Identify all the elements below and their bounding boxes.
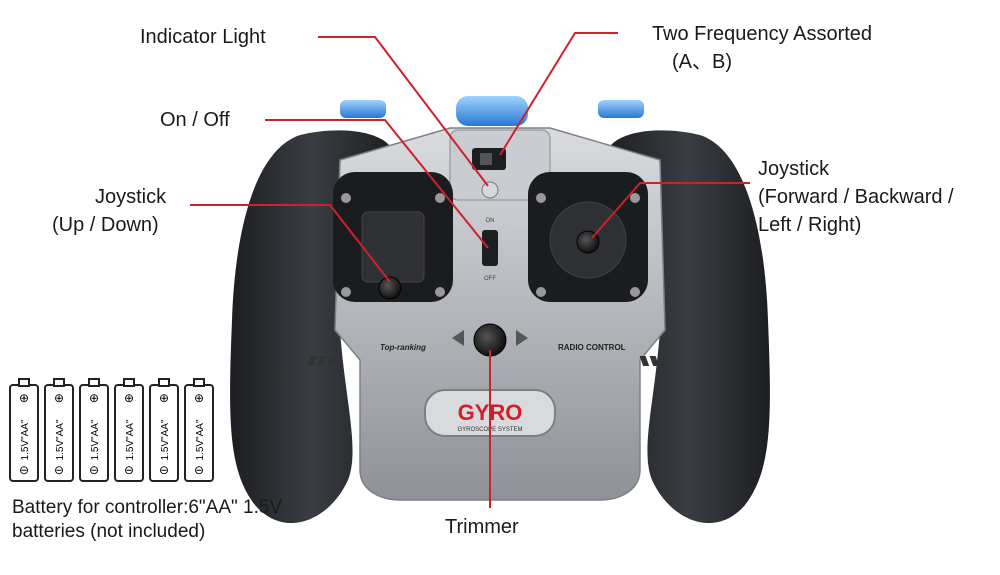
battery-cell-text: 1.5V"AA" [160,419,171,460]
label-on-off: On / Off [160,109,230,131]
battery-cell: ⊕ 1.5V"AA" ⊖ [114,378,144,482]
leader-indicator-light [318,36,489,187]
power-switch[interactable] [482,230,498,266]
label-joystick-right-desc2: Left / Right) [758,214,862,236]
right-antenna-cap [598,100,644,118]
battery-minus-icon: ⊖ [89,463,99,477]
battery-cell-text: 1.5V"AA" [125,419,136,460]
center-antenna-cap [456,96,528,126]
battery-caption-line1: Battery for controller:6"AA" 1.5V [12,497,283,518]
stripe [659,356,670,366]
battery-group: ⊕ 1.5V"AA" ⊖ ⊕ 1.5V"AA" ⊖ ⊕ 1.5V"AA" ⊖ ⊕ 1.5V"AA" ⊖… [9,378,214,482]
battery-minus-icon: ⊖ [54,463,64,477]
left-grip [230,130,395,524]
leader-joystick-left [190,204,391,283]
battery-cell-text: 1.5V"AA" [195,419,206,460]
left-antenna-cap [340,100,386,118]
battery-cell: ⊕ 1.5V"AA" ⊖ [149,378,179,482]
stripe [639,356,650,366]
leader-joystick-right [591,182,750,239]
screw [435,287,445,297]
battery-cell: ⊕ 1.5V"AA" ⊖ [44,378,74,482]
screw [536,287,546,297]
screw [341,193,351,203]
stripe [316,356,327,366]
battery-plus-icon: ⊕ [19,391,29,405]
battery-cell-text: 1.5V"AA" [90,419,101,460]
battery-cell: ⊕ 1.5V"AA" ⊖ [79,378,109,482]
battery-plus-icon: ⊕ [194,391,204,405]
label-joystick-left-desc: (Up / Down) [52,214,159,236]
label-indicator-light: Indicator Light [140,26,266,48]
battery-caption: Battery for controller:6"AA" 1.5V batter… [12,496,282,544]
battery-cell-text: 1.5V"AA" [55,419,66,460]
battery-plus-icon: ⊕ [159,391,169,405]
battery-minus-icon: ⊖ [124,463,134,477]
screw [341,287,351,297]
battery-minus-icon: ⊖ [194,463,204,477]
battery-cell-text: 1.5V"AA" [20,419,31,460]
trim-right-arrow [516,330,528,346]
label-joystick-right-title: Joystick [758,158,830,180]
battery-minus-icon: ⊖ [159,463,169,477]
label-two-frequency: Two Frequency Assorted [651,23,873,45]
leader-on-off [265,119,489,249]
label-two-frequency-sub: (A、B) [672,51,732,73]
label-trimmer: Trimmer [445,516,519,538]
stripe [649,356,660,366]
battery-plus-icon: ⊕ [89,391,99,405]
brand-left-text: Top-ranking [380,343,426,352]
battery-cell: ⊕ 1.5V"AA" ⊖ [9,378,39,482]
stripe [326,356,337,366]
stripe [306,356,317,366]
battery-plus-icon: ⊕ [54,391,64,405]
screw [630,287,640,297]
label-joystick-right-desc1: (Forward / Backward / [758,186,954,208]
right-grip [605,130,770,524]
indicator-light [481,181,499,199]
battery-caption-line2: batteries (not included) [12,521,206,542]
battery-minus-icon: ⊖ [19,463,29,477]
left-joystick[interactable] [378,276,402,300]
switch-on-label: ON [486,218,495,224]
left-joystick-gate [361,211,425,283]
brand-right-text: RADIO CONTROL [558,343,626,352]
switch-off-label: OFF [484,276,496,282]
trim-left-arrow [452,330,464,346]
frequency-switch-knob [480,153,492,165]
screw [435,193,445,203]
screw [630,193,640,203]
screw [536,193,546,203]
battery-cell: ⊕ 1.5V"AA" ⊖ [184,378,214,482]
label-joystick-left-title: Joystick [95,186,167,208]
battery-plus-icon: ⊕ [124,391,134,405]
leader-two-frequency [499,32,618,156]
